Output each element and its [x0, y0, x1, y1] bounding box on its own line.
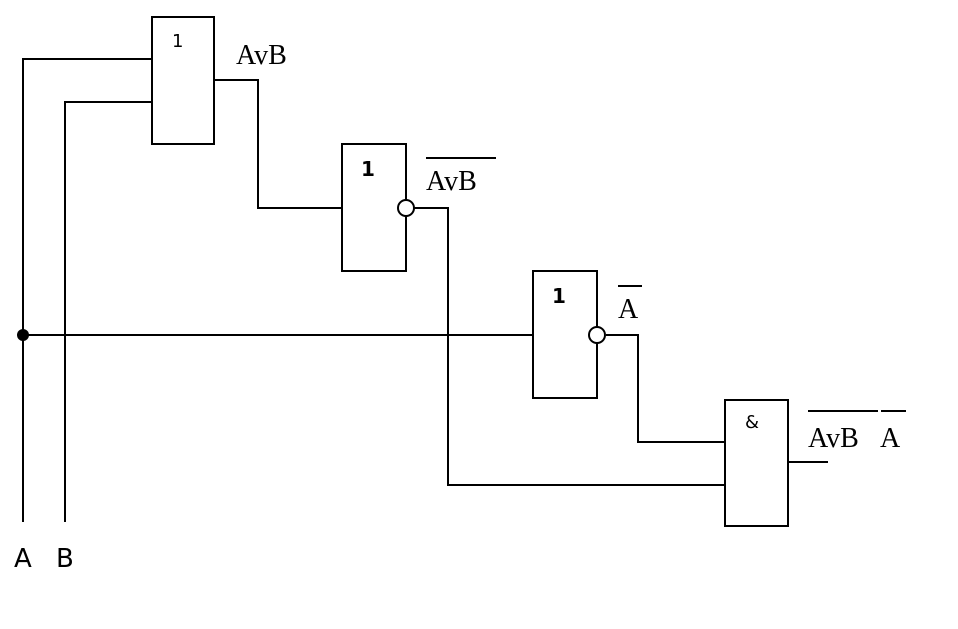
or-gate: 1 AvB	[151, 16, 287, 145]
input-b-label: B	[56, 544, 74, 574]
and-gate-output-label-2: A	[880, 423, 901, 454]
wires	[17, 58, 828, 522]
and-gate-body	[724, 399, 789, 527]
not-gate-body	[532, 270, 598, 399]
not-gate-symbol: 1	[552, 284, 566, 308]
or-gate-symbol: 1	[172, 31, 183, 52]
and-gate: & AvB A	[724, 399, 906, 527]
nor-gate-inversion-bubble	[397, 199, 415, 217]
not-gate-output-label: A	[618, 294, 639, 325]
nor-gate-output-label: AvB	[426, 166, 477, 197]
nor-gate-symbol: 1	[361, 157, 375, 181]
nor-gate-body	[341, 143, 407, 272]
nor-gate: 1 AvB	[341, 143, 496, 272]
wire-input-b	[64, 101, 152, 522]
or-gate-output-label: AvB	[236, 40, 287, 71]
wire-not-to-and	[606, 334, 725, 443]
junction-dot	[17, 329, 29, 341]
not-gate-inversion-bubble	[588, 326, 606, 344]
wire-or-to-nor	[214, 79, 342, 209]
wire-input-a	[22, 58, 152, 522]
wire-nor-to-and	[414, 207, 725, 486]
input-a-label: A	[14, 544, 32, 574]
and-gate-output-label-1: AvB	[808, 423, 859, 454]
and-gate-symbol: &	[745, 412, 759, 433]
not-gate: 1 A	[532, 270, 642, 399]
or-gate-body	[151, 16, 215, 145]
